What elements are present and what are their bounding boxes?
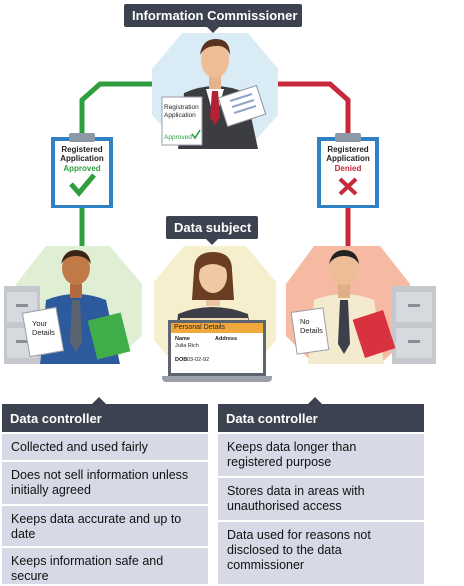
- right-details-line2: Details: [300, 326, 323, 335]
- right-panel-item: Keeps data longer than registered purpos…: [218, 432, 424, 476]
- left-panel-item: Keeps information safe and secure: [2, 546, 208, 584]
- left-panel-item: Keeps data accurate and up to date: [2, 504, 208, 546]
- laptop-dob-value: 03-02-92: [187, 357, 210, 363]
- laptop-name-label: Name: [175, 336, 190, 342]
- registration-paper-stamp: Approved: [164, 134, 192, 141]
- right-controller-illustration: No Details: [286, 246, 436, 364]
- left-controller-head: [62, 251, 90, 285]
- right-details-paper: [290, 307, 330, 355]
- denied-clipboard: Registered Application Denied: [317, 133, 379, 208]
- clipboard-clip: [69, 133, 95, 142]
- right-panel-header: Data controller: [218, 397, 424, 432]
- laptop-dob-label: DOB: [175, 357, 188, 363]
- commissioner-tie: [210, 91, 220, 125]
- laptop: Personal Details Name Julia Rich Address…: [162, 320, 272, 384]
- left-details-line2: Details: [32, 328, 55, 337]
- right-red-folder: [352, 310, 396, 358]
- left-details-line1: Your: [32, 319, 48, 328]
- laptop-screen: Personal Details Name Julia Rich Address…: [168, 320, 266, 376]
- approved-line: [79, 81, 165, 135]
- laptop-header: Personal Details: [171, 323, 263, 333]
- right-controller-tie: [338, 300, 350, 354]
- right-panel-item: Data used for reasons not disclosed to t…: [218, 520, 424, 584]
- approved-clipboard-status: Approved: [63, 164, 100, 173]
- denied-cross-icon: [338, 177, 358, 196]
- left-green-folder: [87, 312, 131, 360]
- left-controller-illustration: Your Details: [4, 246, 142, 364]
- commissioner-illustration: Registration Application Approved: [152, 33, 278, 149]
- approved-clipboard-line2: Application: [60, 154, 104, 163]
- commissioner-title: Information Commissioner: [124, 4, 302, 33]
- registration-paper-line2: Application: [164, 112, 196, 119]
- left-details-paper: [21, 306, 65, 358]
- commissioner-folder: [217, 84, 267, 128]
- clipboard-clip: [335, 133, 361, 142]
- left-panel-item: Does not sell information unless initial…: [2, 460, 208, 504]
- approved-check-icon: [69, 173, 96, 197]
- denied-line: [262, 81, 351, 135]
- right-controller-head: [330, 251, 358, 285]
- registration-paper-check-icon: [191, 129, 201, 140]
- registration-paper-line1: Registration: [164, 104, 199, 111]
- left-controller-tie: [70, 300, 82, 352]
- commissioner-head: [201, 42, 229, 78]
- laptop-address-label: Address: [215, 336, 238, 342]
- commissioner-neck: [209, 75, 221, 89]
- denied-clipboard-line2: Application: [326, 154, 370, 163]
- right-panel-item: Stores data in areas with unauthorised a…: [218, 476, 424, 520]
- commissioner-hair: [200, 39, 230, 55]
- denied-clipboard-status: Denied: [335, 164, 362, 173]
- approved-clipboard: Registered Application Approved: [51, 133, 113, 208]
- right-details-line1: No: [300, 317, 310, 326]
- left-panel-item: Collected and used fairly: [2, 432, 208, 460]
- subject-head: [199, 259, 227, 293]
- left-panel-header: Data controller: [2, 397, 208, 432]
- laptop-base: [162, 376, 272, 382]
- right-controller-panel: Data controller Keeps data longer than r…: [218, 397, 424, 584]
- right-filing-cabinet: [392, 286, 436, 364]
- laptop-name-value: Julia Rich: [175, 343, 199, 349]
- denied-clipboard-line1: Registered: [327, 145, 368, 154]
- approved-clipboard-line1: Registered: [61, 145, 102, 154]
- left-controller-panel: Data controller Collected and used fairl…: [2, 397, 208, 584]
- data-subject-title: Data subject: [166, 216, 258, 245]
